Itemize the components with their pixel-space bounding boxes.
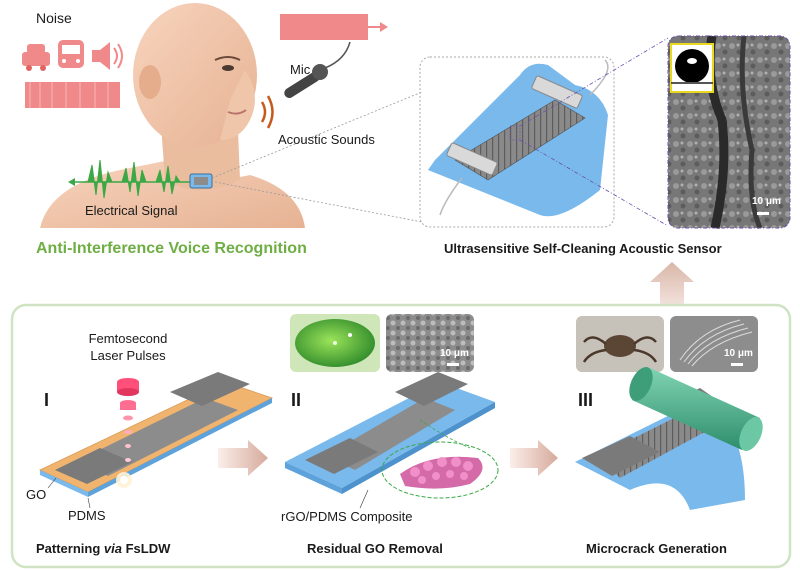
sem-scale-step3: 10 μm [724, 348, 753, 359]
step1-caption-pre: Patterning [36, 541, 104, 556]
noise-label: Noise [36, 10, 72, 26]
pdms-label: PDMS [68, 508, 106, 523]
head-illustration [40, 3, 305, 228]
mic-label: Mic [290, 62, 311, 77]
step1-device [39, 372, 274, 497]
step1-caption: Patterning via FsLDW [36, 541, 170, 556]
microphone-icon [284, 41, 351, 98]
speaker-icon [92, 42, 123, 70]
left-title: Anti-Interference Voice Recognition [36, 240, 307, 257]
leader-lines [211, 91, 423, 223]
step1-caption-post: FsLDW [121, 541, 171, 556]
step3-numeral: III [578, 390, 594, 410]
train-icon [58, 40, 84, 68]
laser-label: Femtosecond Laser Pulses [78, 330, 178, 364]
step1-caption-em: via [103, 541, 122, 556]
zoom-lines [519, 37, 669, 227]
up-arrow [650, 262, 694, 312]
arrow-step2-to-step3 [510, 440, 558, 476]
sem-scale-step2: 10 μm [440, 348, 469, 359]
laser-label-line2: Laser Pulses [90, 348, 166, 363]
composite-zoom [381, 419, 499, 499]
right-title: Ultrasensitive Self-Cleaning Acoustic Se… [444, 241, 722, 256]
acoustic-waveform [280, 14, 388, 40]
sound-waves-icon [260, 95, 274, 129]
sem-image-lotus [386, 314, 474, 372]
step2-device [285, 372, 495, 494]
step1-numeral: I [44, 390, 50, 410]
step3-caption: Microcrack Generation [586, 541, 727, 556]
roller-cylinder [629, 367, 763, 451]
car-icon [22, 44, 50, 71]
go-label: GO [26, 487, 47, 502]
arrow-step1-to-step2 [218, 440, 268, 476]
sensor-device [428, 59, 609, 217]
laser-pulses-icon [116, 378, 139, 488]
spider-photo [576, 316, 664, 372]
composite-label: rGO/PDMS Composite [281, 509, 413, 524]
electrical-signal [68, 159, 213, 199]
laser-label-line1: Femtosecond [88, 331, 168, 346]
step2-numeral: II [291, 390, 302, 410]
electrical-signal-label: Electrical Signal [85, 203, 178, 218]
lotus-leaf-photo [290, 314, 380, 372]
sem-scale-top: 10 μm [752, 196, 781, 207]
sem-image-spider [670, 316, 758, 372]
noise-waveform [25, 82, 120, 108]
sensor-inset-frame [419, 56, 615, 228]
sem-image-sensor [667, 35, 791, 229]
acoustic-sounds-label: Acoustic Sounds [278, 132, 375, 147]
step2-caption: Residual GO Removal [307, 541, 443, 556]
